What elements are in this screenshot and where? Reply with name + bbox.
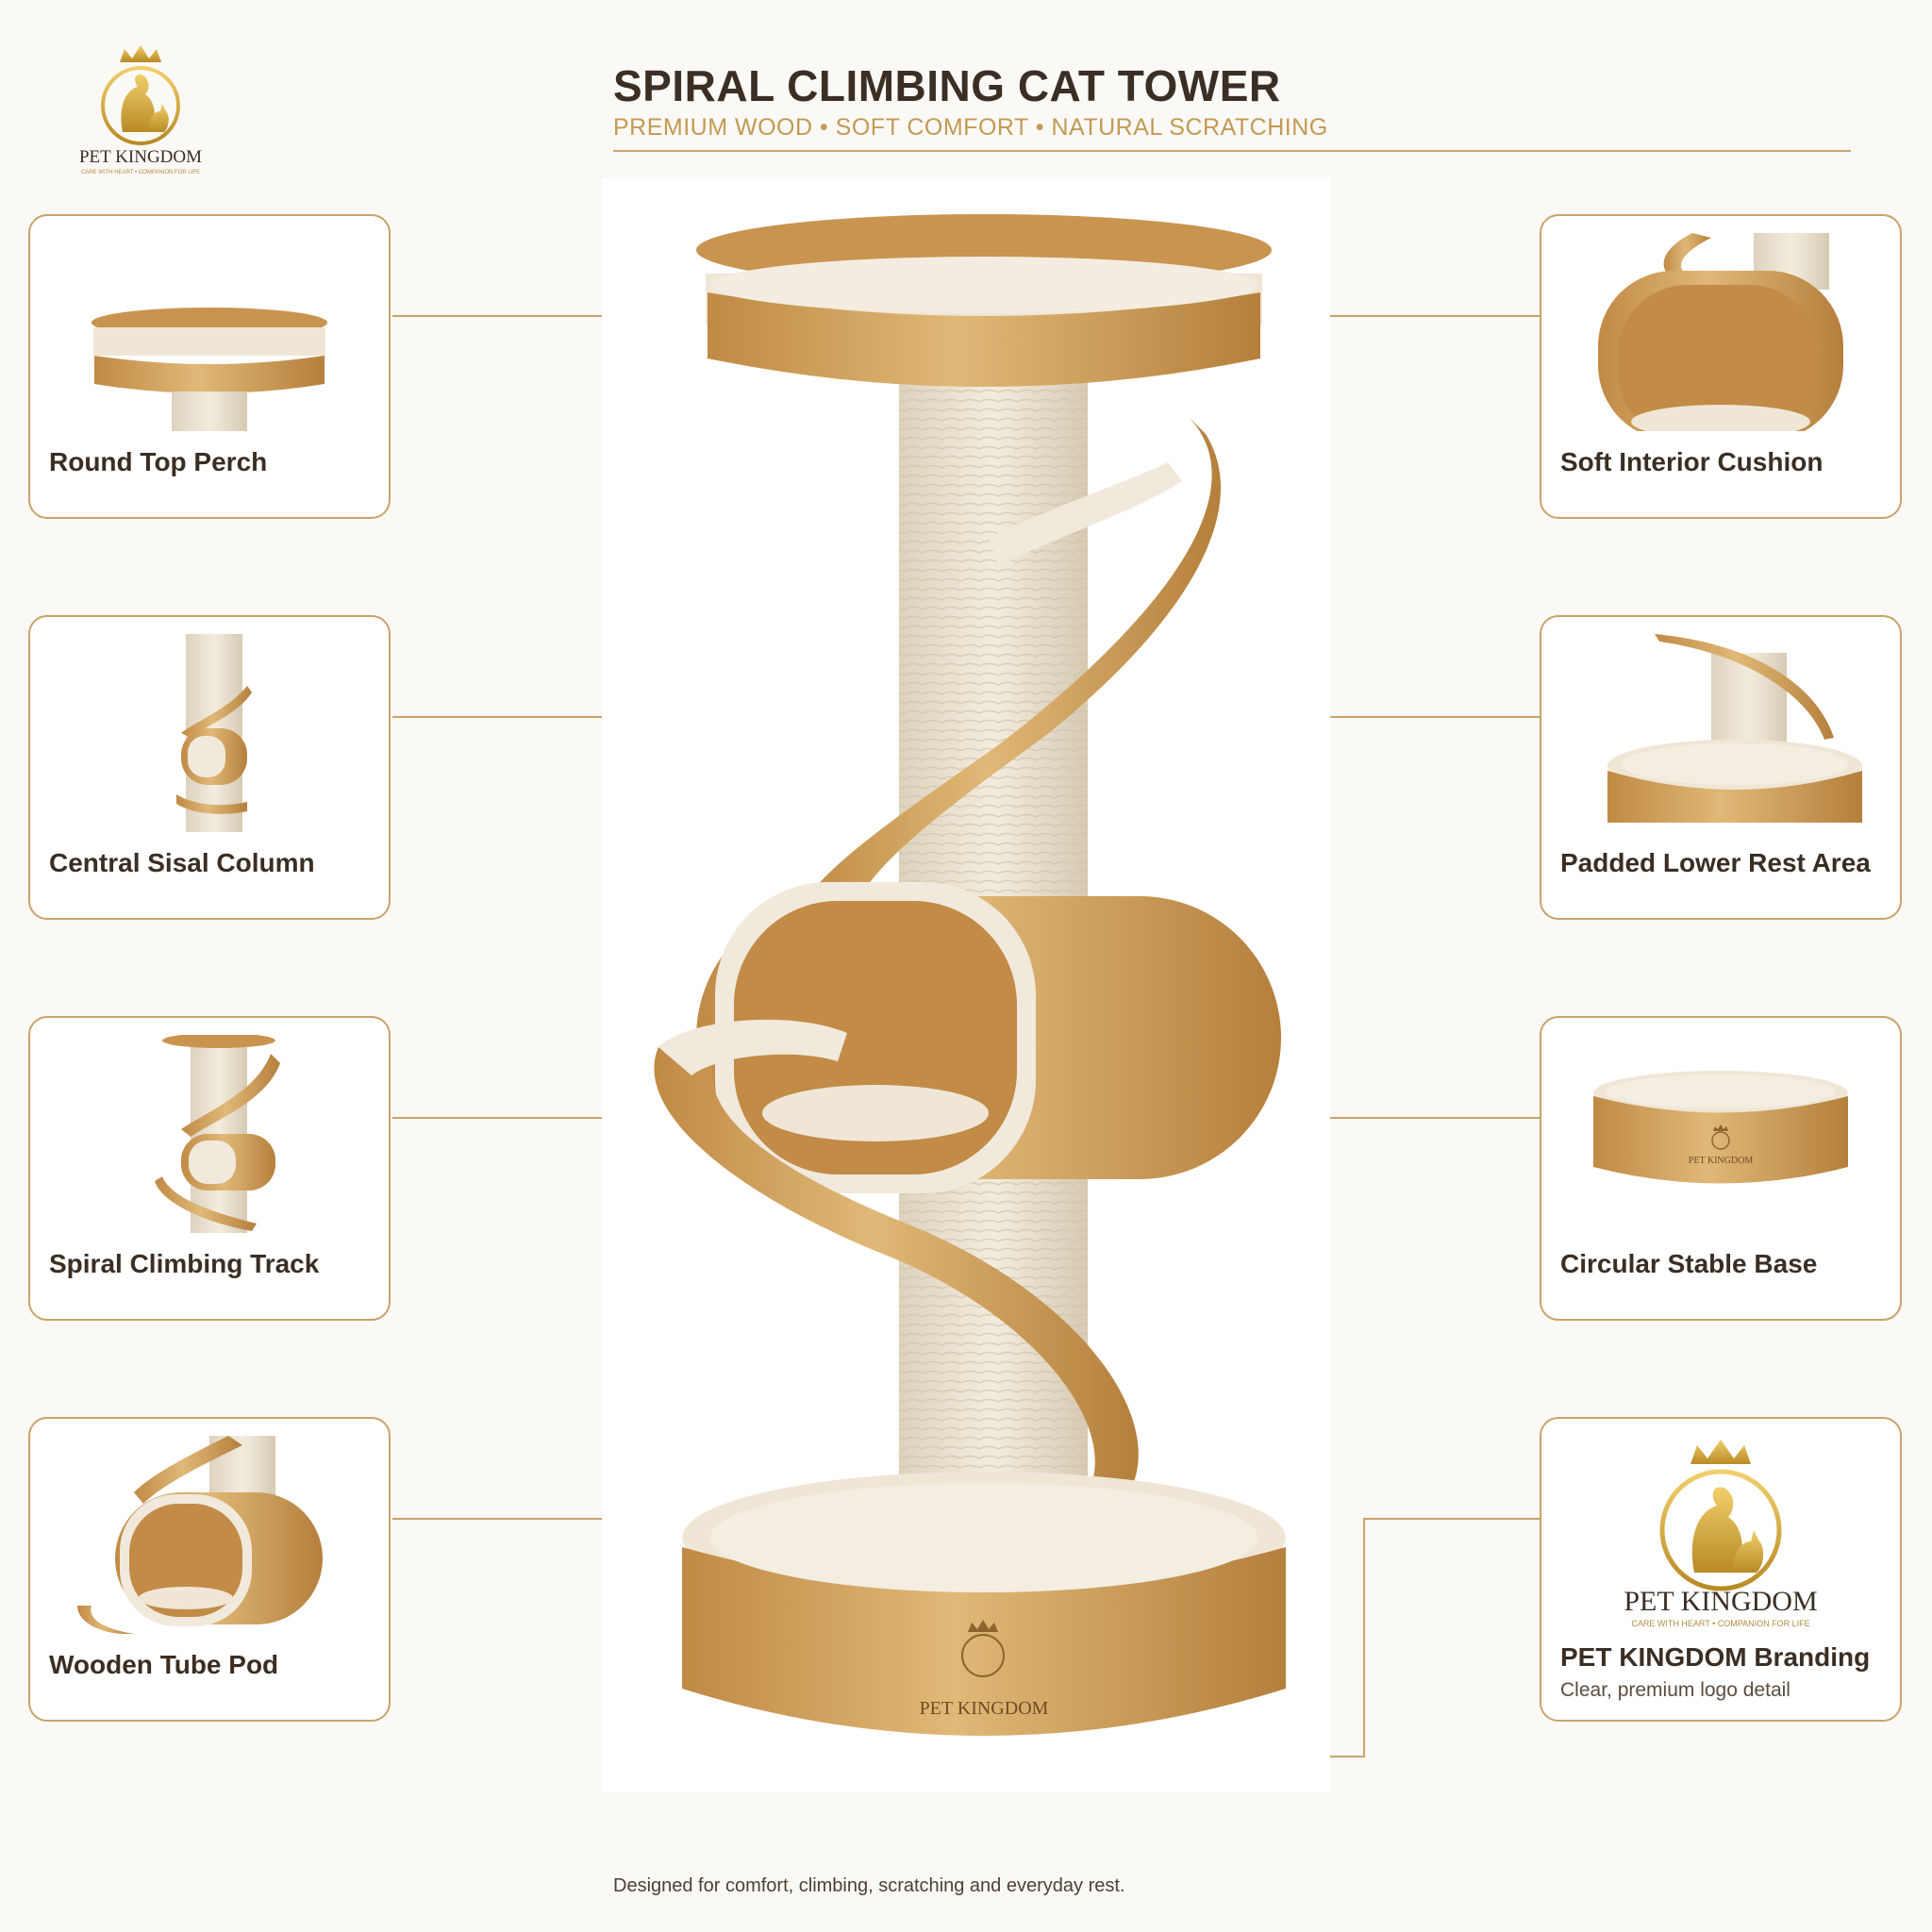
- brand-name: PET KINGDOM: [78, 147, 202, 167]
- round-top-perch-thumbnail: [92, 308, 327, 431]
- connector-line: [1365, 1518, 1540, 1520]
- footer-caption: Designed for comfort, climbing, scratchi…: [613, 1875, 1125, 1896]
- wooden-tube-pod-thumbnail: [77, 1436, 323, 1634]
- connector-line: [1363, 1518, 1365, 1757]
- feature-label: PET KINGDOM Branding: [1560, 1642, 1871, 1672]
- feature-label: Padded Lower Rest Area: [1560, 848, 1871, 877]
- soft-interior-cushion-thumbnail: [1598, 233, 1843, 431]
- feature-label: Central Sisal Column: [49, 848, 315, 877]
- base-engraving-text: PET KINGDOM: [1688, 1156, 1754, 1166]
- feature-label: Soft Interior Cushion: [1560, 447, 1824, 476]
- crown-pet-logo-icon: [101, 45, 180, 145]
- feature-card-padded-lower-rest-area: Padded Lower Rest Area: [1540, 615, 1902, 920]
- connector-line: [392, 1518, 602, 1520]
- crown-pet-logo-icon: [1659, 1440, 1782, 1591]
- connector-line: [1330, 315, 1540, 317]
- connector-line: [1330, 716, 1540, 718]
- feature-card-wooden-tube-pod: Wooden Tube Pod: [28, 1417, 391, 1722]
- brand-tagline: CARE WITH HEART • COMPANION FOR LIFE: [80, 170, 201, 175]
- connector-line: [392, 315, 602, 317]
- product-hero-image: PET KINGDOM: [602, 179, 1330, 1792]
- page-subtitle: PREMIUM WOOD • SOFT COMFORT • NATURAL SC…: [613, 114, 1328, 141]
- feature-sublabel: Clear, premium logo detail: [1560, 1679, 1790, 1701]
- feature-card-pet-kingdom-branding: PET KINGDOM CARE WITH HEART • COMPANION …: [1540, 1417, 1902, 1722]
- feature-card-round-top-perch: Round Top Perch: [28, 214, 391, 519]
- page-title: SPIRAL CLIMBING CAT TOWER: [613, 61, 1281, 110]
- feature-card-spiral-climbing-track: Spiral Climbing Track: [28, 1016, 391, 1321]
- base-engraving-text: PET KINGDOM: [919, 1698, 1049, 1719]
- brand-tagline: CARE WITH HEART • COMPANION FOR LIFE: [1631, 1619, 1810, 1628]
- feature-label: Wooden Tube Pod: [49, 1650, 279, 1679]
- brand-name: PET KINGDOM: [1624, 1586, 1818, 1617]
- connector-line: [392, 1117, 602, 1119]
- central-sisal-column-thumbnail: [176, 634, 252, 832]
- cat-tower-illustration: [602, 179, 1330, 1792]
- brand-logo: PET KINGDOM CARE WITH HEART • COMPANION …: [66, 42, 215, 185]
- feature-label: Circular Stable Base: [1560, 1249, 1818, 1278]
- connector-line: [1330, 1117, 1540, 1119]
- spiral-climbing-track-thumbnail: [155, 1035, 280, 1233]
- feature-label: Round Top Perch: [49, 447, 268, 476]
- feature-card-circular-stable-base: PET KINGDOM Circular Stable Base: [1540, 1016, 1902, 1321]
- feature-card-central-sisal-column: Central Sisal Column: [28, 615, 391, 920]
- circular-stable-base-thumbnail: [1593, 1071, 1848, 1184]
- connector-line: [392, 716, 602, 718]
- feature-card-soft-interior-cushion: Soft Interior Cushion: [1540, 214, 1902, 519]
- header-divider: [613, 150, 1851, 152]
- connector-line: [1330, 1756, 1365, 1757]
- feature-label: Spiral Climbing Track: [49, 1249, 320, 1278]
- padded-lower-rest-area-thumbnail: [1607, 634, 1862, 823]
